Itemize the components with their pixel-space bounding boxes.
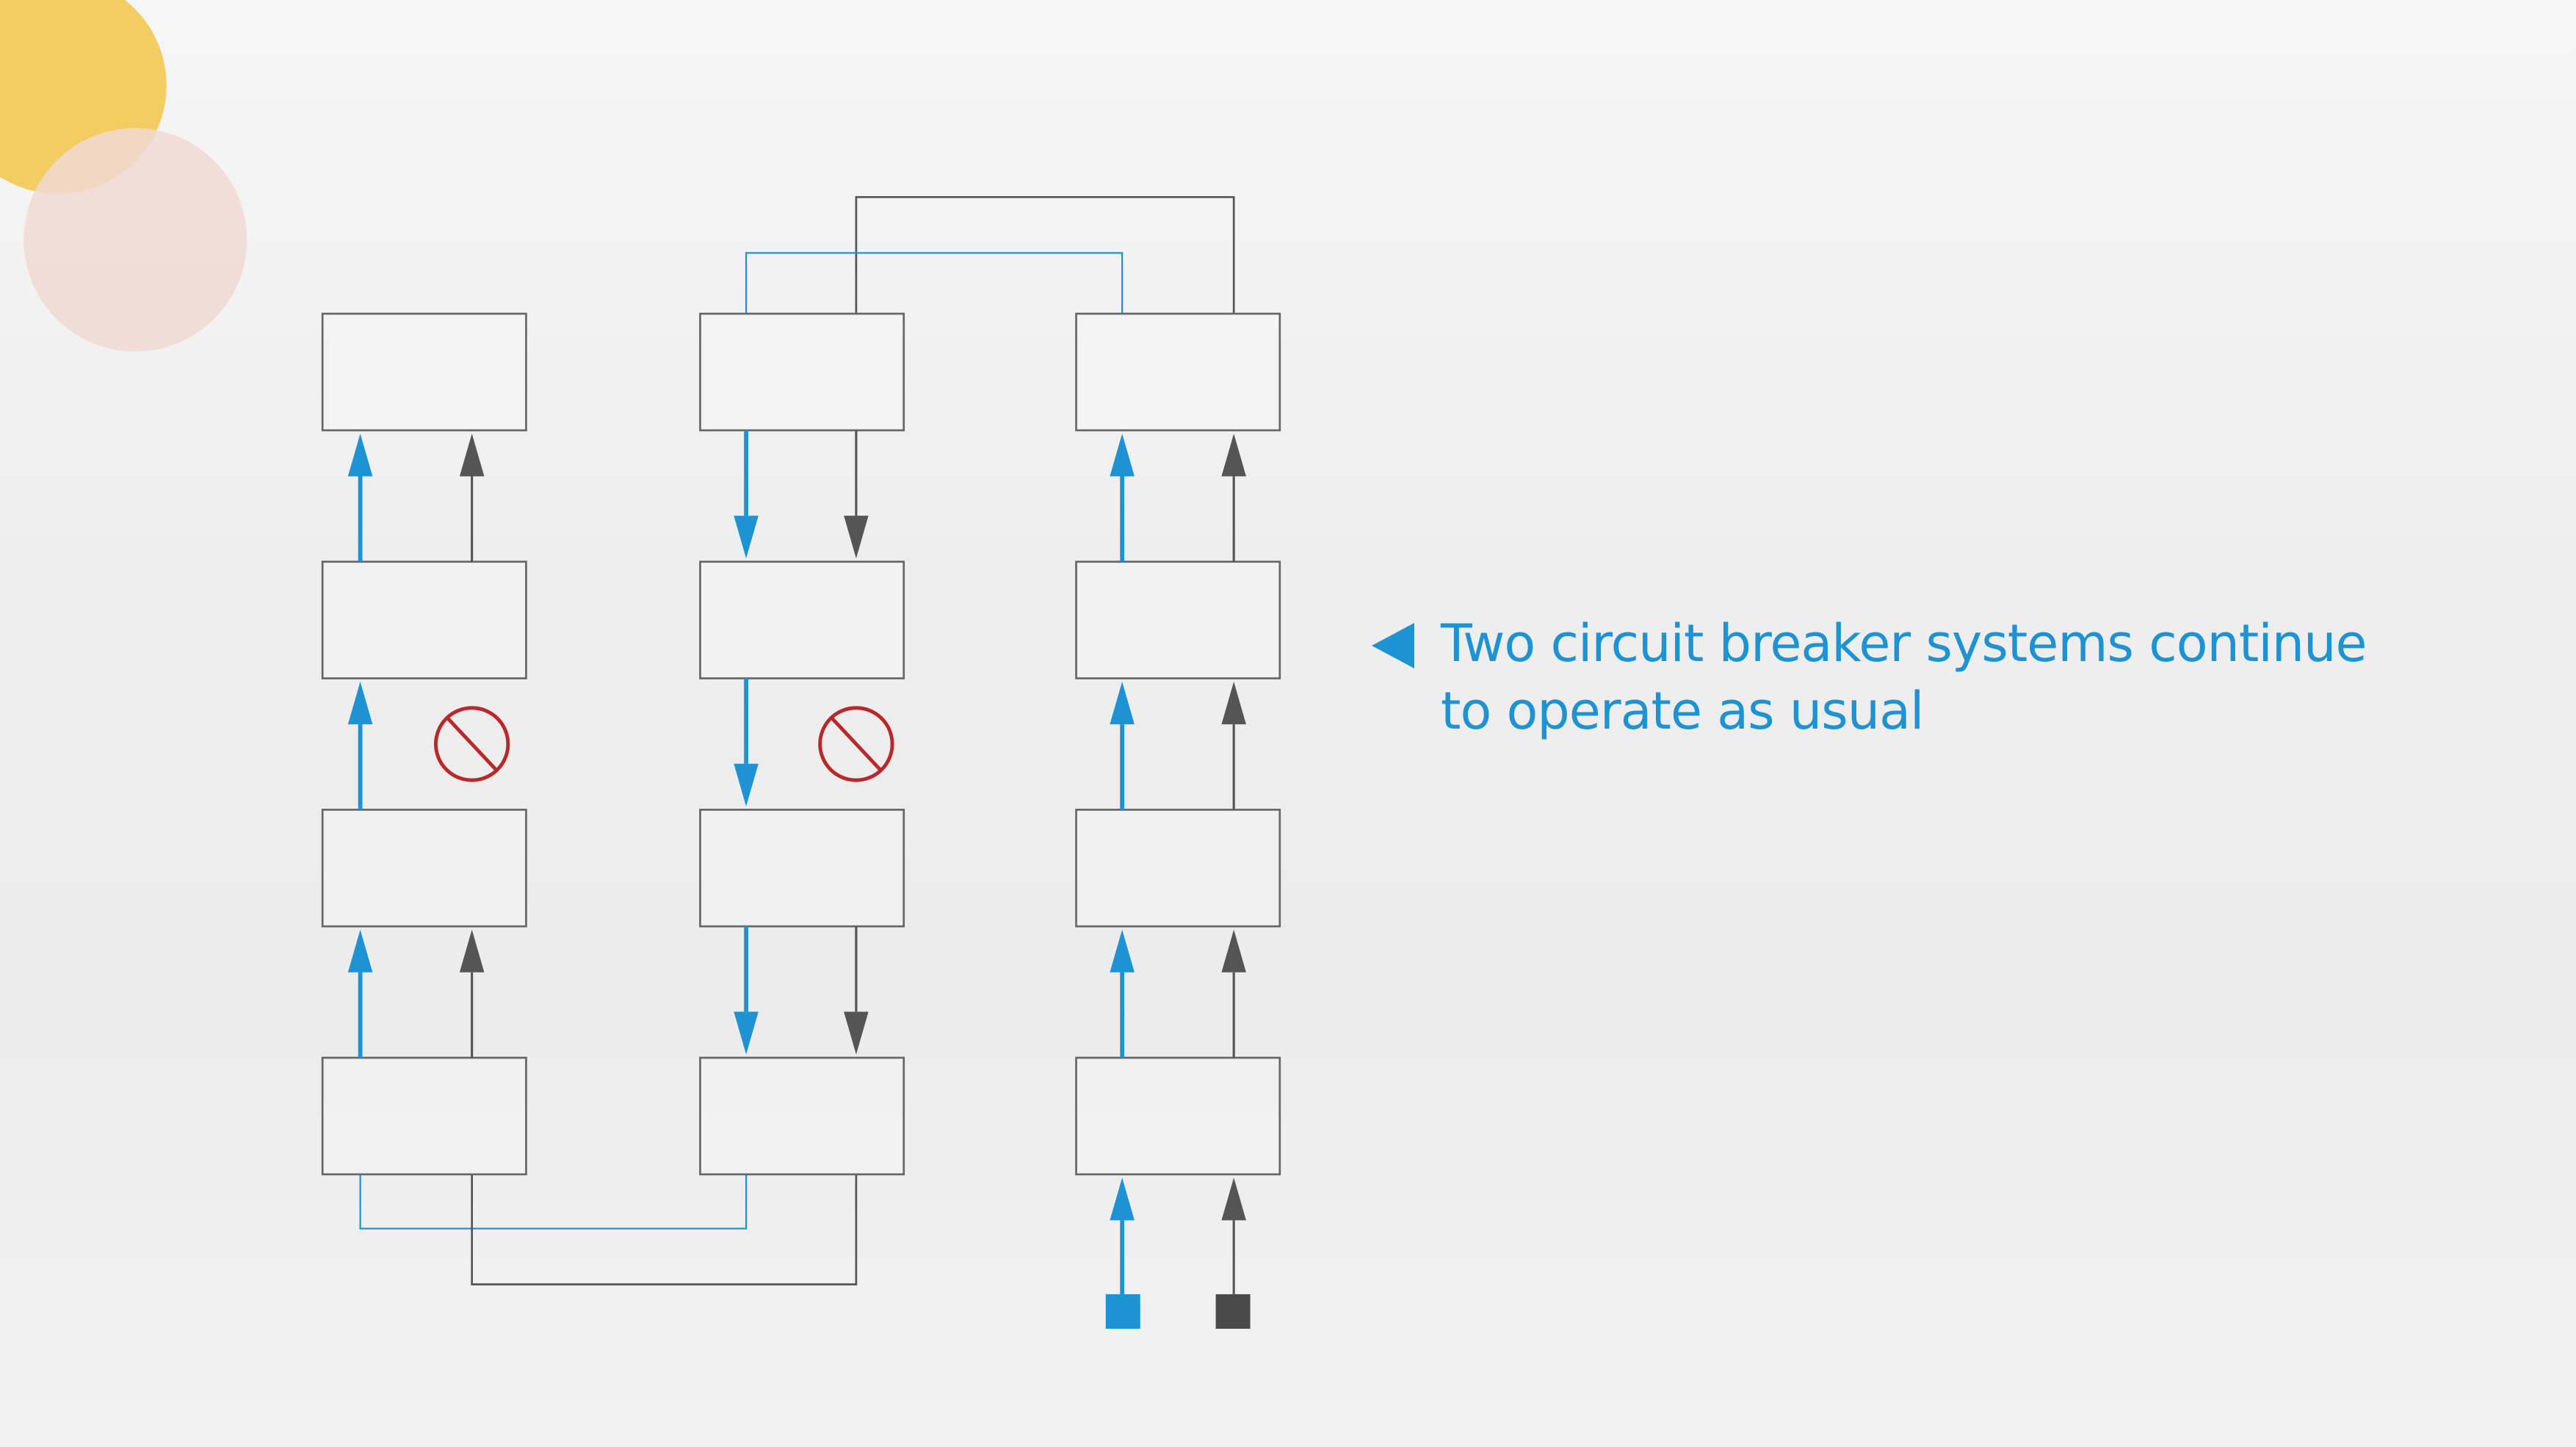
left-triangle-icon [1372, 623, 1414, 668]
gray-source-square [1215, 1294, 1251, 1329]
blue-arrow [1110, 929, 1135, 1058]
breaker-box [321, 1056, 527, 1176]
breaker-box [1075, 1056, 1281, 1176]
top-gray-connector [855, 195, 1235, 314]
caption-line-1: Two circuit breaker systems continue [1441, 613, 2367, 674]
gray-arrow [459, 433, 485, 562]
caption-line-2: to operate as usual [1441, 681, 1924, 741]
breaker-box [1075, 809, 1281, 928]
breaker-box [699, 312, 905, 432]
blue-arrow [734, 678, 759, 807]
prohibited-icon [818, 706, 894, 782]
blue-arrow [734, 430, 759, 559]
breaker-box [1075, 312, 1281, 432]
breaker-box [321, 312, 527, 432]
gray-arrow [844, 926, 869, 1055]
breaker-box [699, 1056, 905, 1176]
gray-arrow [844, 430, 869, 559]
breaker-box [1075, 560, 1281, 679]
breaker-box [321, 809, 527, 928]
gray-arrow [1221, 433, 1246, 562]
deco-circle-pink [23, 128, 247, 352]
blue-arrow [1110, 681, 1135, 810]
bottom-blue-connector [359, 1174, 748, 1230]
gray-arrow [1221, 1177, 1246, 1295]
breaker-box [699, 560, 905, 679]
blue-arrow [347, 433, 373, 562]
blue-arrow [347, 681, 373, 810]
prohibited-icon [434, 706, 510, 782]
breaker-box [699, 809, 905, 928]
blue-arrow [734, 926, 759, 1055]
gray-arrow [1221, 681, 1246, 810]
gray-arrow [1221, 929, 1246, 1058]
breaker-box [321, 560, 527, 679]
gray-arrow [459, 929, 485, 1058]
blue-arrow [1110, 433, 1135, 562]
bottom-gray-connector [471, 1174, 858, 1285]
blue-arrow [347, 929, 373, 1058]
blue-arrow [1110, 1177, 1135, 1295]
caption: Two circuit breaker systems continue to … [1441, 610, 2469, 745]
top-blue-connector [745, 252, 1124, 314]
blue-source-square [1105, 1294, 1140, 1329]
